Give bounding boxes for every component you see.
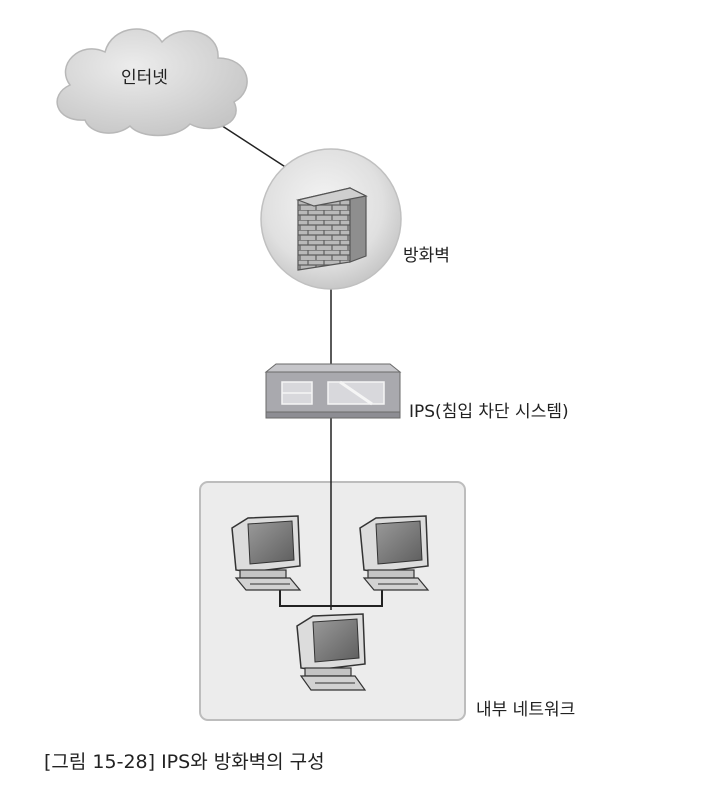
computer-icon — [296, 613, 367, 691]
firewall-label: 방화벽 — [403, 246, 450, 266]
computer-left — [231, 515, 302, 591]
network-appliance-icon — [264, 363, 402, 419]
brick-wall-icon — [295, 187, 368, 271]
lan-bus — [279, 588, 383, 607]
internet-label: 인터넷 — [121, 68, 168, 88]
ips-label: IPS(침입 차단 시스템) — [409, 402, 569, 422]
computer-bottom — [296, 613, 367, 691]
computer-icon — [359, 515, 430, 591]
figure-caption: [그림 15-28] IPS와 방화벽의 구성 — [44, 751, 325, 773]
firewall-icon — [260, 148, 402, 290]
internal-network-label: 내부 네트워크 — [476, 700, 576, 720]
cloud-icon — [56, 28, 248, 137]
computer-icon — [231, 515, 302, 591]
computer-right — [359, 515, 430, 591]
